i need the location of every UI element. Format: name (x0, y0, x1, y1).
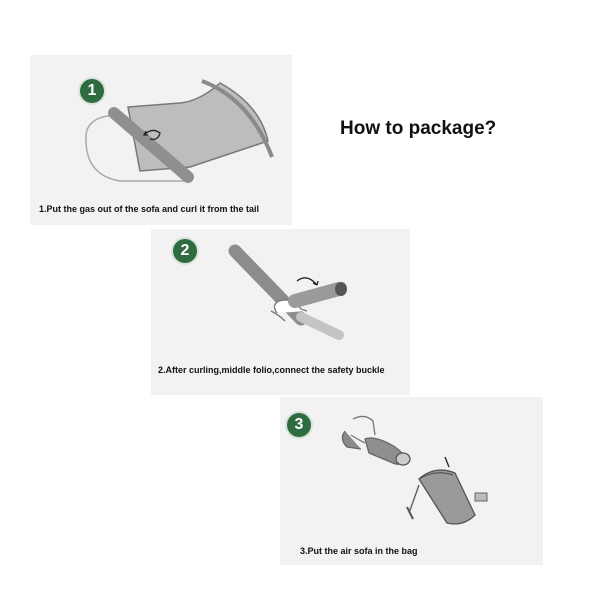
step-2-illustration (228, 244, 347, 340)
step-2-panel: 2 2.After curling,middle folio,connect t… (151, 229, 410, 395)
step-1-number-badge: 1 (80, 79, 104, 103)
page-title: How to package? (340, 118, 497, 139)
step-1-illustration (85, 79, 274, 183)
step-2-caption: 2.After curling,middle folio,connect the… (158, 365, 385, 375)
step-3-number-badge: 3 (287, 413, 311, 437)
step-2-number-badge: 2 (173, 239, 197, 263)
step-1-caption: 1.Put the gas out of the sofa and curl i… (39, 204, 260, 214)
step-3-illustration (341, 415, 488, 525)
step-3-caption: 3.Put the air sofa in the bag (300, 546, 418, 556)
step-3-panel: 3 3.Put the air sofa in the bag (280, 397, 543, 565)
step-1-panel: 1 1.Put the gas out of the sofa and curl… (30, 55, 292, 225)
